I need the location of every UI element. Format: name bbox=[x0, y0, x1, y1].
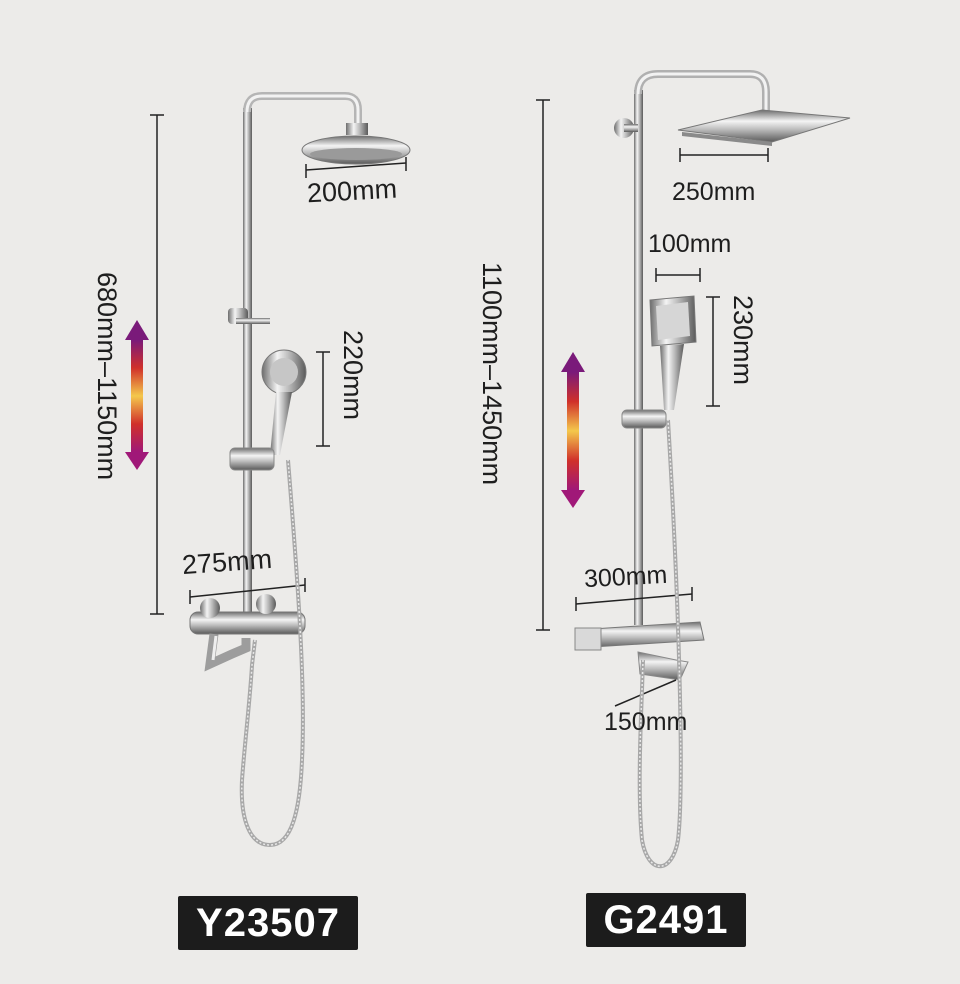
right-spout-length-label: 150mm bbox=[604, 708, 688, 736]
right-height-range-label: 1100mm–1450mm bbox=[477, 262, 507, 486]
right-head-width-label: 250mm bbox=[672, 178, 756, 206]
right-handheld-width-label: 100mm bbox=[648, 230, 732, 258]
left-model-label: Y23507 bbox=[178, 896, 358, 950]
left-head-width-label: 200mm bbox=[306, 173, 398, 209]
left-shower-illustration bbox=[125, 92, 411, 848]
right-shower-illustration bbox=[536, 70, 851, 869]
right-model-label: G2491 bbox=[586, 893, 746, 947]
left-height-range-label: 680mm–1150mm bbox=[92, 272, 122, 481]
right-valve-width-label: 300mm bbox=[583, 560, 669, 594]
right-handheld-height-label: 230mm bbox=[728, 295, 758, 386]
left-adjust-arrow-icon bbox=[125, 320, 149, 470]
right-adjust-arrow-icon bbox=[561, 352, 585, 508]
left-handheld-height-label: 220mm bbox=[338, 330, 368, 421]
left-valve-width-label: 275mm bbox=[181, 543, 273, 581]
